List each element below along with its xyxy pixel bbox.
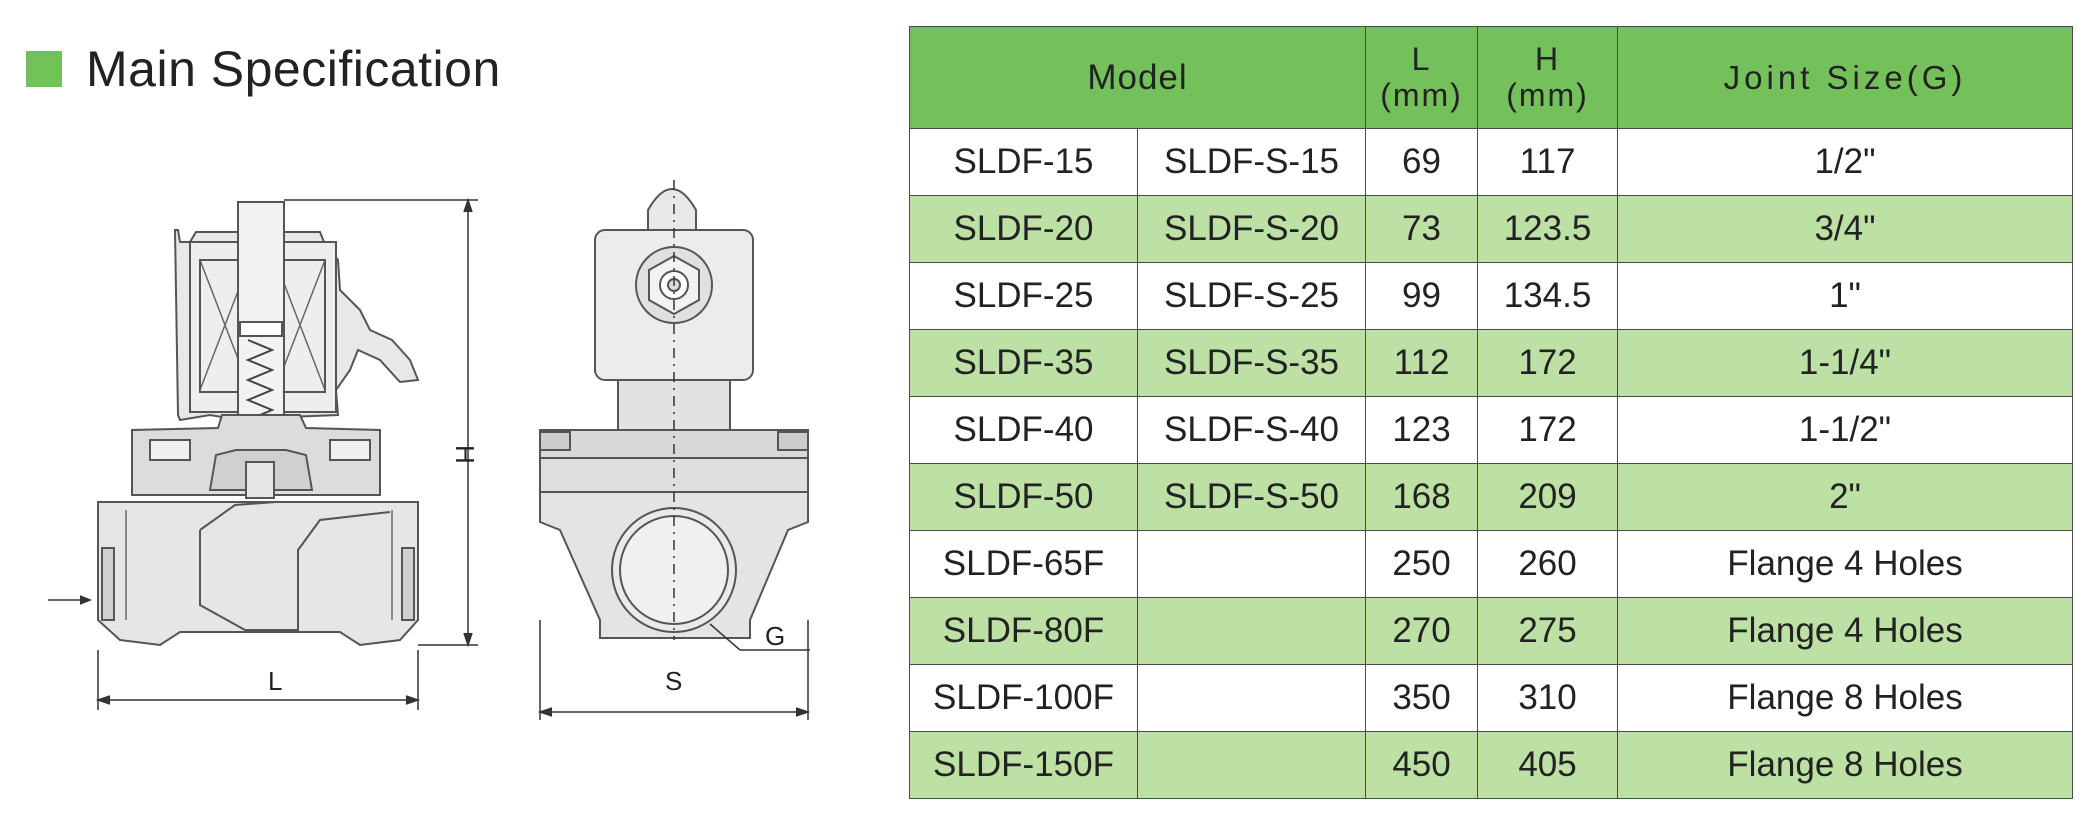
side-view: [97, 201, 420, 647]
table-row: SLDF-150F 450 405 Flange 8 Holes: [909, 731, 2074, 799]
cell-h: 134.5: [1477, 262, 1619, 330]
cell-joint: 1-1/4": [1617, 329, 2074, 397]
section-title-text: Main Specification: [86, 41, 501, 97]
cell-joint: Flange 4 Holes: [1617, 530, 2074, 598]
cell-model: SLDF-50: [909, 463, 1138, 531]
cell-joint: 2": [1617, 463, 2074, 531]
table-row: SLDF-65F 250 260 Flange 4 Holes: [909, 530, 2074, 598]
header-h: H (mm): [1477, 26, 1619, 129]
cell-l: 450: [1365, 731, 1479, 799]
header-l: L (mm): [1365, 26, 1479, 129]
cell-h: 405: [1477, 731, 1619, 799]
cell-model-s: [1136, 597, 1367, 665]
cell-model-s: SLDF-S-25: [1136, 262, 1367, 330]
dim-label-h: H: [450, 445, 480, 464]
cell-model: SLDF-25: [909, 262, 1138, 330]
side-dimensions: [48, 197, 478, 710]
cell-model-s: SLDF-S-15: [1136, 128, 1367, 196]
cell-model-s: SLDF-S-50: [1136, 463, 1367, 531]
cell-h: 310: [1477, 664, 1619, 732]
table-row: SLDF-35 SLDF-S-35 112 172 1-1/4": [909, 329, 2074, 397]
cell-h: 117: [1477, 128, 1619, 196]
table-row: SLDF-25 SLDF-S-25 99 134.5 1": [909, 262, 2074, 330]
cell-model-s: SLDF-S-35: [1136, 329, 1367, 397]
cell-l: 69: [1365, 128, 1479, 196]
cell-l: 168: [1365, 463, 1479, 531]
cell-joint: 1": [1617, 262, 2074, 330]
cell-h: 260: [1477, 530, 1619, 598]
cell-model: SLDF-35: [909, 329, 1138, 397]
table-header-row: Model L (mm) H (mm) Joint Size(G): [908, 26, 2074, 129]
cell-model-s: SLDF-S-40: [1136, 396, 1367, 464]
cell-l: 123: [1365, 396, 1479, 464]
header-joint-size: Joint Size(G): [1617, 26, 2074, 129]
cell-model-s: [1136, 731, 1367, 799]
table-row: SLDF-20 SLDF-S-20 73 123.5 3/4": [909, 195, 2074, 263]
table-row: SLDF-80F 270 275 Flange 4 Holes: [909, 597, 2074, 665]
cell-model: SLDF-150F: [909, 731, 1138, 799]
valve-drawing: H L S G: [48, 180, 811, 720]
spec-table: Model L (mm) H (mm) Joint Size(G) SLDF-1…: [908, 26, 2074, 799]
cell-l: 73: [1365, 195, 1479, 263]
cell-joint: 1/2": [1617, 128, 2074, 196]
section-title: Main Specification: [26, 34, 501, 104]
header-l-top: L: [1411, 40, 1432, 77]
dim-label-l: L: [268, 666, 282, 696]
cell-model: SLDF-20: [909, 195, 1138, 263]
cell-h: 172: [1477, 396, 1619, 464]
cell-l: 350: [1365, 664, 1479, 732]
cell-model-s: [1136, 664, 1367, 732]
cell-model: SLDF-15: [909, 128, 1138, 196]
table-row: SLDF-100F 350 310 Flange 8 Holes: [909, 664, 2074, 732]
cell-h: 172: [1477, 329, 1619, 397]
cell-h: 123.5: [1477, 195, 1619, 263]
header-h-top: H: [1534, 40, 1561, 77]
cell-model: SLDF-65F: [909, 530, 1138, 598]
cell-l: 112: [1365, 329, 1479, 397]
cell-joint: Flange 8 Holes: [1617, 664, 2074, 732]
cell-joint: 1-1/2": [1617, 396, 2074, 464]
cell-model-s: [1136, 530, 1367, 598]
table-row: SLDF-40 SLDF-S-40 123 172 1-1/2": [909, 396, 2074, 464]
dim-label-s: S: [665, 666, 682, 696]
table-row: SLDF-50 SLDF-S-50 168 209 2": [909, 463, 2074, 531]
header-model: Model: [908, 26, 1367, 129]
title-square-icon: [26, 51, 62, 87]
cell-l: 99: [1365, 262, 1479, 330]
cell-joint: 3/4": [1617, 195, 2074, 263]
cell-l: 270: [1365, 597, 1479, 665]
front-dimensions: [537, 180, 811, 720]
cell-joint: Flange 8 Holes: [1617, 731, 2074, 799]
cell-h: 209: [1477, 463, 1619, 531]
table-row: SLDF-15 SLDF-S-15 69 117 1/2": [909, 128, 2074, 196]
cell-model: SLDF-100F: [909, 664, 1138, 732]
cell-model: SLDF-80F: [909, 597, 1138, 665]
cell-l: 250: [1365, 530, 1479, 598]
cell-model-s: SLDF-S-20: [1136, 195, 1367, 263]
cell-model: SLDF-40: [909, 396, 1138, 464]
dim-label-g: G: [765, 621, 785, 651]
header-l-unit: (mm): [1380, 76, 1463, 113]
cell-h: 275: [1477, 597, 1619, 665]
header-h-unit: (mm): [1506, 76, 1589, 113]
cell-joint: Flange 4 Holes: [1617, 597, 2074, 665]
